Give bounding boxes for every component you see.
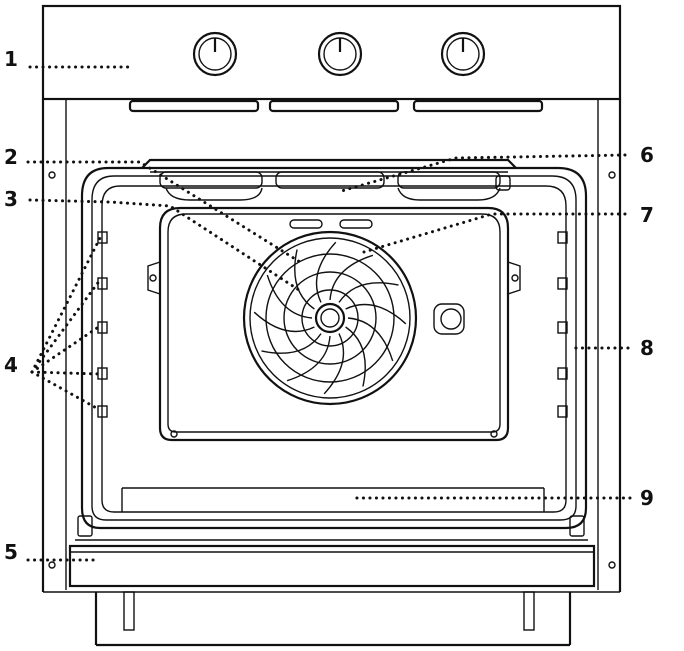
leader-6 <box>336 153 627 194</box>
callout-7: 7 <box>640 203 654 227</box>
control-knob-right <box>440 31 486 77</box>
oven-body <box>41 99 622 593</box>
oven-cavity <box>80 166 588 530</box>
fan-blade <box>294 249 315 310</box>
control-knob-left <box>192 31 238 77</box>
fan-blade <box>329 254 374 301</box>
callout-numbers: 1 2 3 4 5 6 7 8 9 <box>4 47 654 564</box>
shelf-slot-right <box>557 405 568 418</box>
fan-blade <box>286 335 331 382</box>
fan-blade <box>266 274 313 319</box>
control-panel <box>41 4 622 101</box>
screw-left <box>48 171 56 179</box>
shelf-supports-right <box>557 231 568 418</box>
fan-blade <box>347 317 394 362</box>
callout-1: 1 <box>4 47 18 71</box>
leader-4a <box>30 236 102 374</box>
fan-blade <box>261 333 322 354</box>
shelf-slot-right <box>557 321 568 334</box>
fan-blade <box>323 333 345 395</box>
fan-blade <box>345 303 407 325</box>
oven-base-drawer <box>94 591 572 647</box>
leader-4b <box>30 278 102 374</box>
vent-slot-left <box>128 99 260 113</box>
leader-7 <box>362 212 627 254</box>
leader-4e <box>30 370 102 412</box>
leader-4c <box>30 324 102 374</box>
vent-slot-center <box>268 99 400 113</box>
callout-2: 2 <box>4 145 18 169</box>
convection-fan <box>242 230 418 406</box>
shelf-slot-left <box>97 321 108 334</box>
callout-6: 6 <box>640 143 654 167</box>
fan-blade <box>345 326 366 387</box>
control-knob-center <box>317 31 363 77</box>
vent-slot-right <box>412 99 544 113</box>
leader-2 <box>26 160 302 264</box>
callout-3: 3 <box>4 187 18 211</box>
door-bottom-trim <box>68 515 596 588</box>
top-heating-element <box>141 158 517 201</box>
screw-right <box>608 171 616 179</box>
leader-lines <box>26 65 632 562</box>
shelf-slot-right <box>557 367 568 380</box>
fan-blade <box>338 282 399 303</box>
oven-light <box>433 303 465 335</box>
leader-3 <box>28 198 304 294</box>
fan-blade <box>315 241 337 303</box>
shelf-slot-right <box>557 231 568 244</box>
shelf-slot-left <box>97 405 108 418</box>
callout-4: 4 <box>4 353 18 377</box>
leader-4d <box>30 370 102 376</box>
callout-8: 8 <box>640 336 654 360</box>
shelf-slot-right <box>557 277 568 290</box>
callout-5: 5 <box>4 540 18 564</box>
callout-9: 9 <box>640 486 654 510</box>
fan-blade <box>253 311 315 333</box>
shelf-slot-left <box>97 231 108 244</box>
fan-cover-plate <box>147 206 521 442</box>
